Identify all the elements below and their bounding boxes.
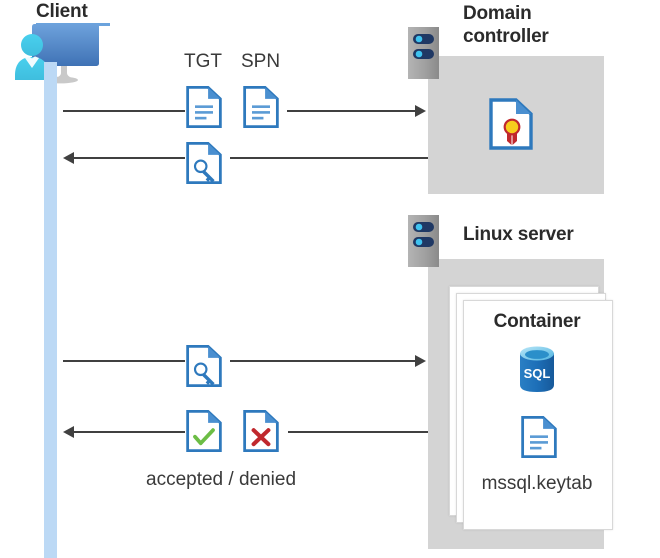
sql-database-icon: SQL <box>518 345 556 393</box>
domain-controller-title: Domain controller <box>463 2 613 48</box>
client-title: Client <box>36 1 88 22</box>
arrow-head-tgt-spn <box>415 105 426 117</box>
arrow-head-ticket-linux <box>415 355 426 367</box>
arrow-line-result-left <box>74 431 185 433</box>
arrow-line-ticket-back-right <box>230 157 428 159</box>
arrow-line-ticket-linux-right <box>230 360 415 362</box>
client-computer-user-icon <box>8 22 108 84</box>
container-title: Container <box>493 311 581 332</box>
domain-controller-server-rack-icon <box>408 27 444 79</box>
request-key-document-icon <box>186 343 222 389</box>
linux-server-server-rack-icon <box>408 215 444 267</box>
arrow-line-tgt-spn-left <box>63 110 185 112</box>
arrow-line-result-right <box>288 431 428 433</box>
certificate-document-icon <box>489 98 533 150</box>
arrow-line-ticket-linux-left <box>63 360 185 362</box>
arrow-line-tgt-spn-right <box>287 110 415 112</box>
ticket-key-document-icon <box>186 140 222 186</box>
svg-text:SQL: SQL <box>524 366 551 381</box>
spn-label: SPN <box>241 51 281 72</box>
tgt-text-document-icon <box>186 84 222 130</box>
container-card-front <box>463 300 613 530</box>
arrow-head-result <box>63 426 74 438</box>
mssql-keytab-label: mssql.keytab <box>481 473 593 494</box>
arrow-line-ticket-back-left <box>74 157 185 159</box>
tgt-label: TGT <box>184 51 222 72</box>
denied-document-icon <box>243 408 279 454</box>
accepted-document-icon <box>186 408 222 454</box>
domain-controller-title-line2: controller <box>463 26 549 47</box>
client-lifeline <box>44 62 57 558</box>
spn-text-document-icon <box>243 84 279 130</box>
accepted-denied-label: accepted / denied <box>146 469 297 490</box>
keytab-document-icon <box>521 414 557 460</box>
arrow-head-ticket-back <box>63 152 74 164</box>
domain-controller-title-line1: Domain <box>463 3 532 24</box>
linux-server-title: Linux server <box>463 224 574 245</box>
